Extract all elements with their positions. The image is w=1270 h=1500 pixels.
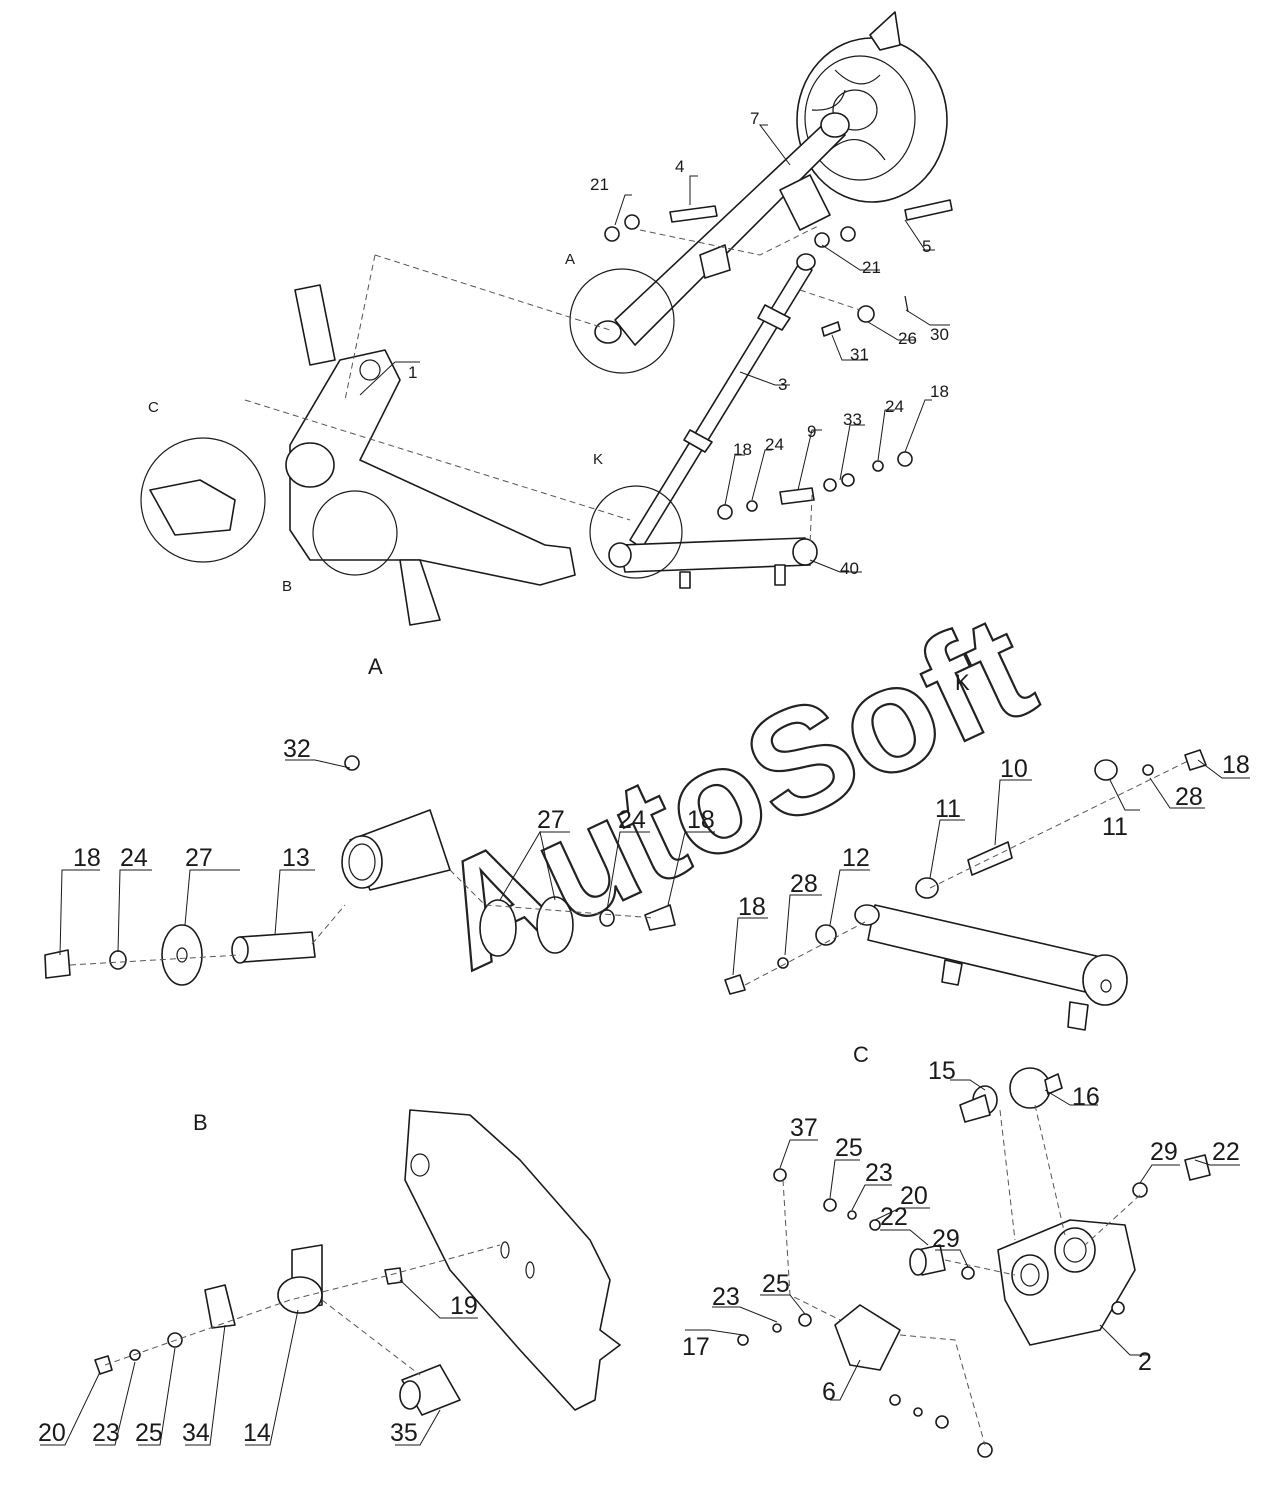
label-a-24-right: 24 xyxy=(618,806,646,834)
label-k-11-left: 11 xyxy=(935,795,961,823)
label-21b: 21 xyxy=(862,258,881,277)
label-a-27-left: 27 xyxy=(185,844,213,872)
view-k-labels: 10 11 11 28 18 12 28 18 xyxy=(732,751,1250,976)
label-a-18-left: 18 xyxy=(73,844,101,872)
label-21a: 21 xyxy=(590,175,609,194)
cylinder-drawing xyxy=(589,485,818,589)
label-9: 9 xyxy=(807,422,816,441)
view-c-drawing xyxy=(737,1067,1211,1458)
idler-arm-drawing xyxy=(569,112,850,374)
view-b-title: B xyxy=(193,1110,208,1135)
label-3: 3 xyxy=(778,375,787,394)
label-b-34: 34 xyxy=(182,1419,210,1447)
label-c-37: 37 xyxy=(790,1114,818,1142)
pin-5-drawing xyxy=(904,199,953,221)
label-c-29-mid: 29 xyxy=(932,1225,960,1253)
label-30: 30 xyxy=(930,325,949,344)
label-24a: 24 xyxy=(765,435,784,454)
label-k-28-left: 28 xyxy=(790,870,818,898)
label-40: 40 xyxy=(840,559,859,578)
pin-4-drawing xyxy=(669,205,718,223)
label-k-10: 10 xyxy=(1000,755,1028,783)
callout-circle-c xyxy=(140,437,266,563)
label-a-24-left: 24 xyxy=(120,844,148,872)
label-1: 1 xyxy=(408,363,417,382)
label-c-29-top: 29 xyxy=(1150,1138,1178,1166)
label-b-23: 23 xyxy=(92,1419,120,1447)
label-b-20: 20 xyxy=(38,1419,66,1447)
overview-marker-k: K xyxy=(593,451,603,468)
view-c-labels: 15 16 37 25 23 20 29 22 22 29 25 23 17 6… xyxy=(682,1057,1240,1406)
overview-labels: 1 3 4 5 7 9 18 18 21 21 24 24 26 30 31 3… xyxy=(359,109,950,578)
view-a-title: A xyxy=(368,654,383,679)
label-b-25: 25 xyxy=(135,1419,163,1447)
label-c-23-top: 23 xyxy=(865,1159,893,1187)
view-c-title: C xyxy=(853,1042,869,1067)
label-18b: 18 xyxy=(930,382,949,401)
label-c-22-mid: 22 xyxy=(880,1203,908,1231)
callout-circle-k xyxy=(589,485,683,579)
label-18a: 18 xyxy=(733,440,752,459)
nut-21-drawing xyxy=(604,226,620,242)
view-k-drawing xyxy=(724,749,1207,1031)
label-c-2: 2 xyxy=(1138,1348,1152,1376)
label-k-11-right: 11 xyxy=(1102,813,1128,841)
label-c-25-bottom: 25 xyxy=(762,1270,790,1298)
washer-26-drawing xyxy=(857,305,875,323)
view-b-drawing xyxy=(94,1109,621,1416)
label-5: 5 xyxy=(922,237,931,256)
label-c-6: 6 xyxy=(822,1378,836,1406)
label-k-18-right: 18 xyxy=(1222,751,1250,779)
label-c-15: 15 xyxy=(928,1057,956,1085)
pulley-drawing xyxy=(796,11,948,203)
label-26: 26 xyxy=(898,329,917,348)
overview-marker-b: B xyxy=(282,578,292,595)
label-a-32: 32 xyxy=(283,735,311,763)
label-33: 33 xyxy=(843,410,862,429)
label-a-27-right: 27 xyxy=(537,806,565,834)
view-a-labels: 32 18 24 27 13 27 24 18 xyxy=(59,735,715,956)
frame-drawing xyxy=(285,284,576,626)
label-c-20: 20 xyxy=(900,1182,928,1210)
hydraulic-rod-drawing xyxy=(629,253,816,549)
label-a-18-right: 18 xyxy=(687,806,715,834)
callout-circle-b xyxy=(312,490,398,576)
overview-marker-c: C xyxy=(148,399,159,416)
label-7: 7 xyxy=(750,109,759,128)
label-k-28-right: 28 xyxy=(1175,783,1203,811)
label-c-16: 16 xyxy=(1072,1083,1100,1111)
label-31: 31 xyxy=(850,345,869,364)
view-b-labels: 19 20 23 25 34 14 35 xyxy=(38,1279,478,1447)
label-4: 4 xyxy=(675,157,684,176)
label-c-23-bottom: 23 xyxy=(712,1283,740,1311)
label-b-35: 35 xyxy=(390,1419,418,1447)
label-a-13: 13 xyxy=(282,844,310,872)
label-c-17: 17 xyxy=(682,1333,710,1361)
label-c-22-top: 22 xyxy=(1212,1138,1240,1166)
label-c-25-top: 25 xyxy=(835,1134,863,1162)
label-k-18-left: 18 xyxy=(738,893,766,921)
label-24b: 24 xyxy=(885,397,904,416)
view-k-title: K xyxy=(955,670,970,695)
label-b-14: 14 xyxy=(243,1419,271,1447)
overview-assembly xyxy=(140,11,953,626)
callout-circle-a xyxy=(569,268,675,374)
label-b-19: 19 xyxy=(450,1292,478,1320)
overview-marker-a: A xyxy=(565,251,575,268)
label-k-12: 12 xyxy=(842,844,870,872)
